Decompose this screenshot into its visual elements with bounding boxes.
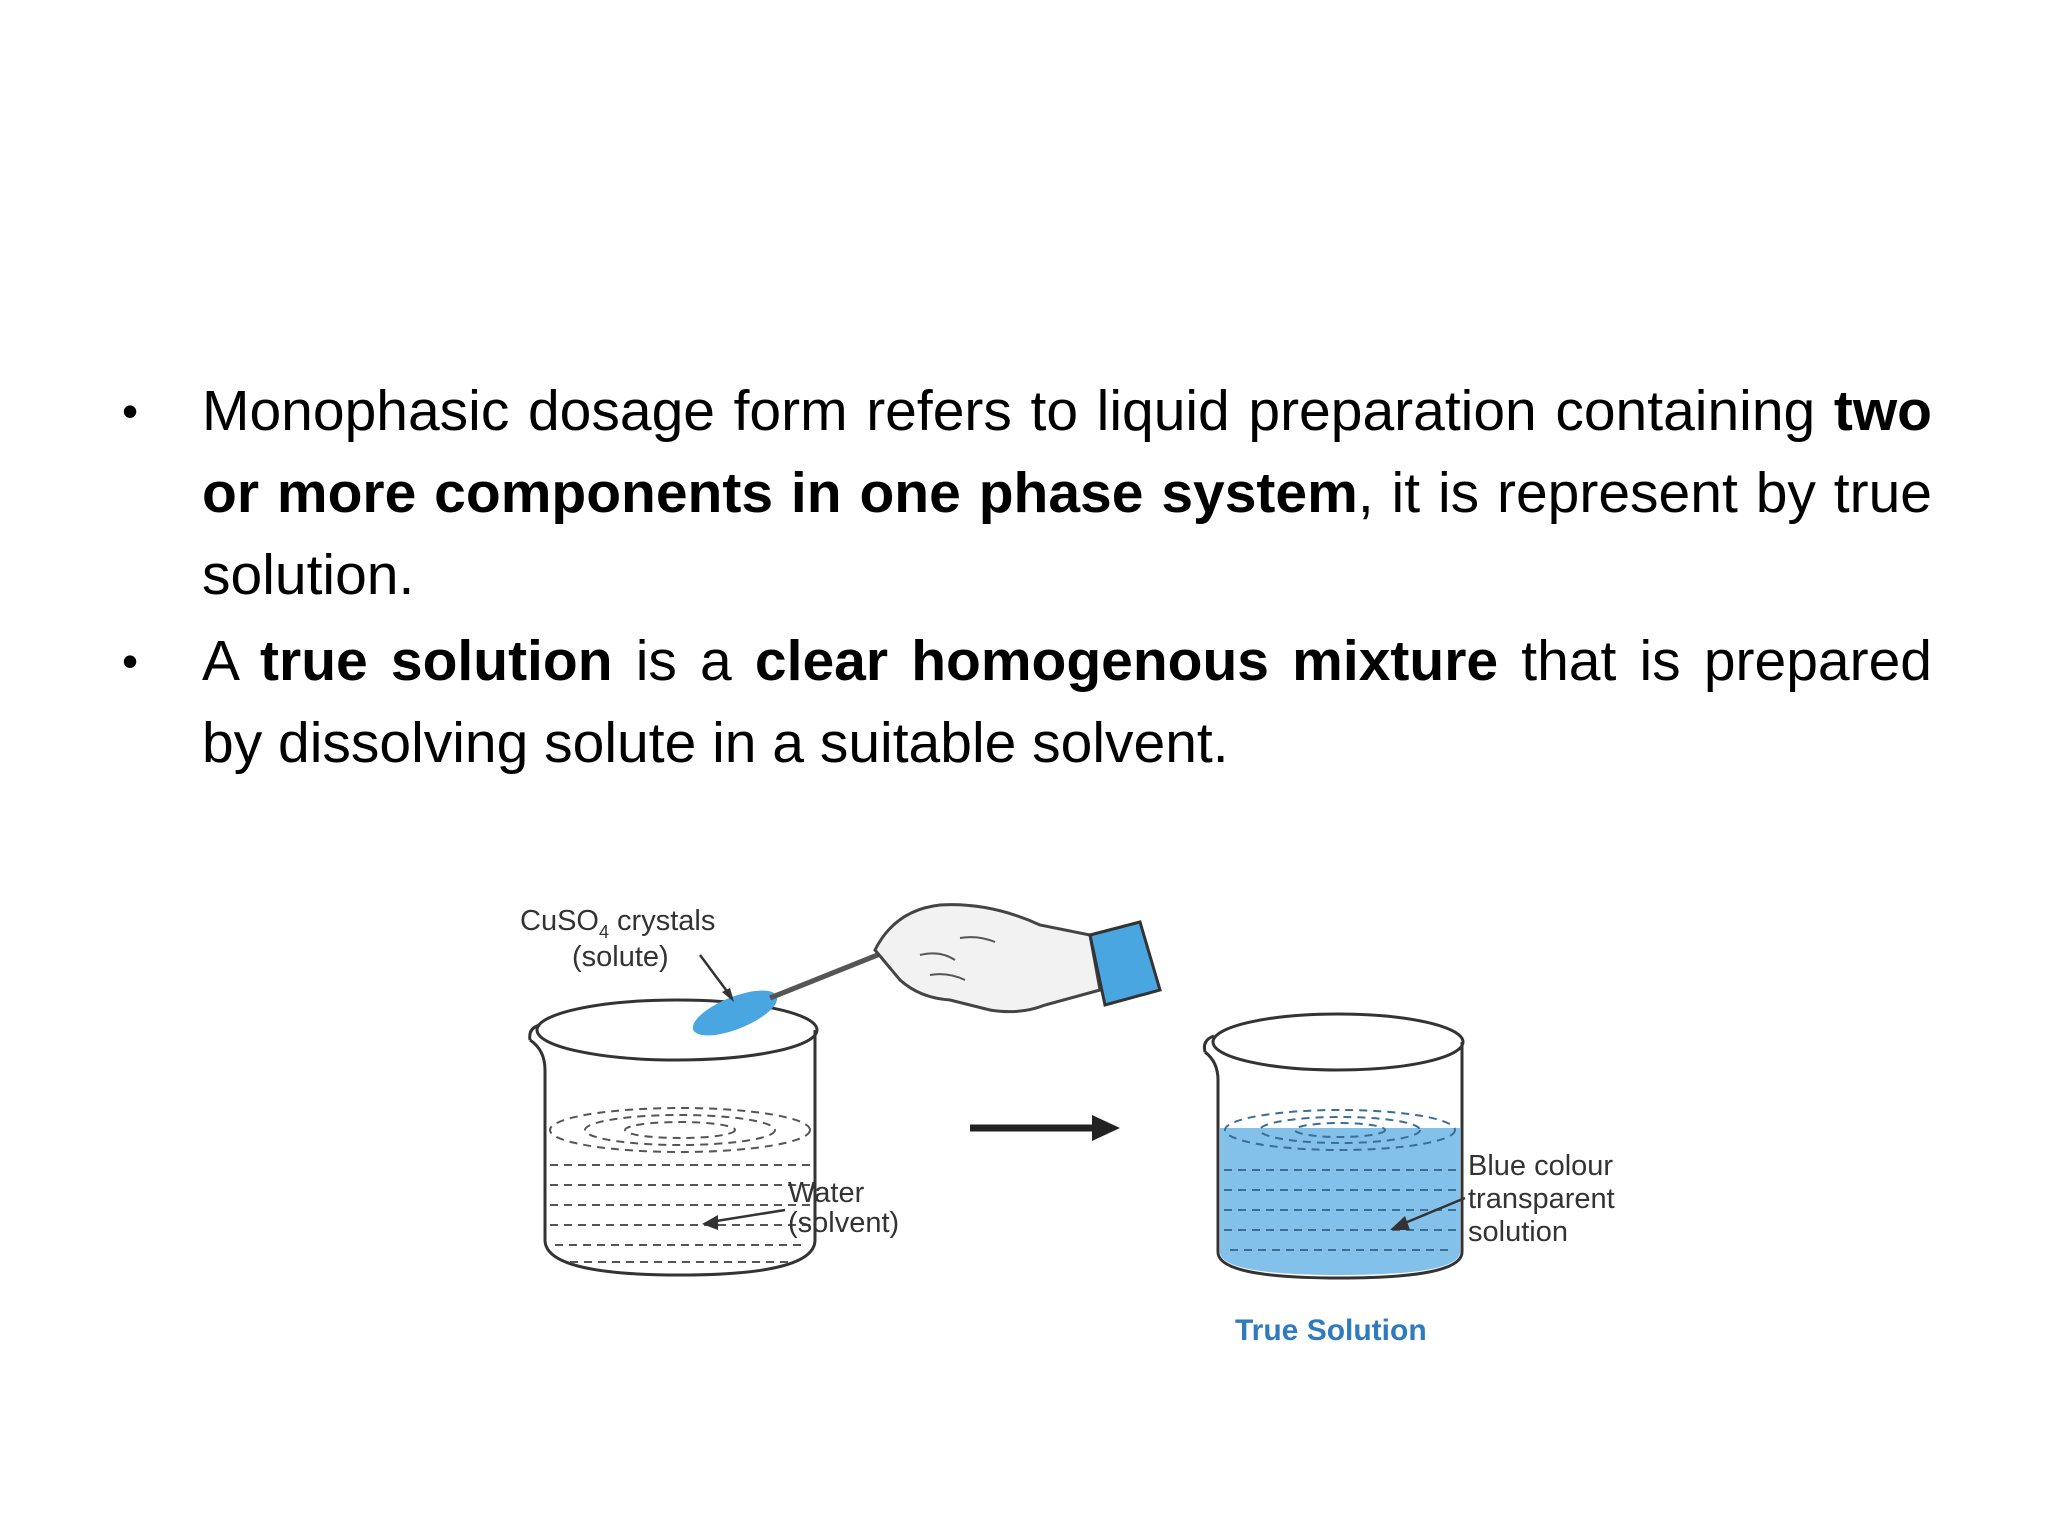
solvent-label: Water: [788, 1177, 865, 1209]
diagram-svg: CuSO4 crystals (solute) Water (solvent): [520, 903, 1615, 1347]
blue-solution-fill: [1220, 1128, 1460, 1275]
reaction-arrow-icon: [970, 1115, 1120, 1141]
text-segment-bold: true solution: [260, 629, 613, 693]
beaker-left: [528, 998, 819, 1277]
solvent-pointer: [709, 1208, 786, 1224]
solvent-label-line2: (solvent): [788, 1207, 899, 1239]
result-label-line3: solution: [1468, 1216, 1568, 1248]
text-segment: is a: [612, 629, 755, 693]
water-surface: [549, 1107, 811, 1263]
arrowhead-icon: [702, 1215, 718, 1230]
text-segment: A: [202, 629, 261, 693]
true-solution-diagram: CuSO4 crystals (solute) Water (solvent): [500, 880, 1660, 1400]
solute-label: CuSO4 crystals: [520, 905, 715, 942]
bullet-item-1: • Monophasic dosage form refers to liqui…: [122, 370, 1932, 616]
bullet-text-1: Monophasic dosage form refers to liquid …: [202, 379, 1932, 607]
bullet-dot-icon: •: [122, 385, 139, 437]
result-label-line1: Blue colour: [1468, 1150, 1613, 1182]
hand-icon: [873, 903, 1162, 1014]
beaker-right: [1202, 1012, 1465, 1280]
bullet-list: • Monophasic dosage form refers to liqui…: [122, 370, 1932, 788]
text-segment: Monophasic dosage form refers to liquid …: [202, 379, 1834, 443]
result-pointer: [1399, 1196, 1466, 1227]
text-segment: that is prepared by dissolving solute in…: [202, 629, 1932, 775]
bullet-item-2: • A true solution is a clear homogenous …: [122, 620, 1932, 784]
bullet-dot-icon: •: [122, 635, 139, 687]
text-segment: , it is represent by true solution.: [202, 461, 1933, 607]
text-segment-bold: clear homogenous mixture: [754, 629, 1499, 693]
arrowhead-icon: [1390, 1216, 1410, 1230]
spoon-with-crystals: [692, 947, 891, 1036]
result-label-line2: transparent: [1468, 1183, 1615, 1215]
text-segment-bold: two or more components in one phase syst…: [202, 379, 1932, 525]
bullet-text-2: A true solution is a clear homogenous mi…: [202, 629, 1932, 775]
solution-surface: [1224, 1109, 1456, 1251]
arrowhead-icon: [722, 988, 734, 1002]
figure-caption: True Solution: [1235, 1314, 1427, 1347]
crystals-blob: [692, 990, 778, 1036]
solute-label-line2: (solute): [572, 941, 669, 973]
